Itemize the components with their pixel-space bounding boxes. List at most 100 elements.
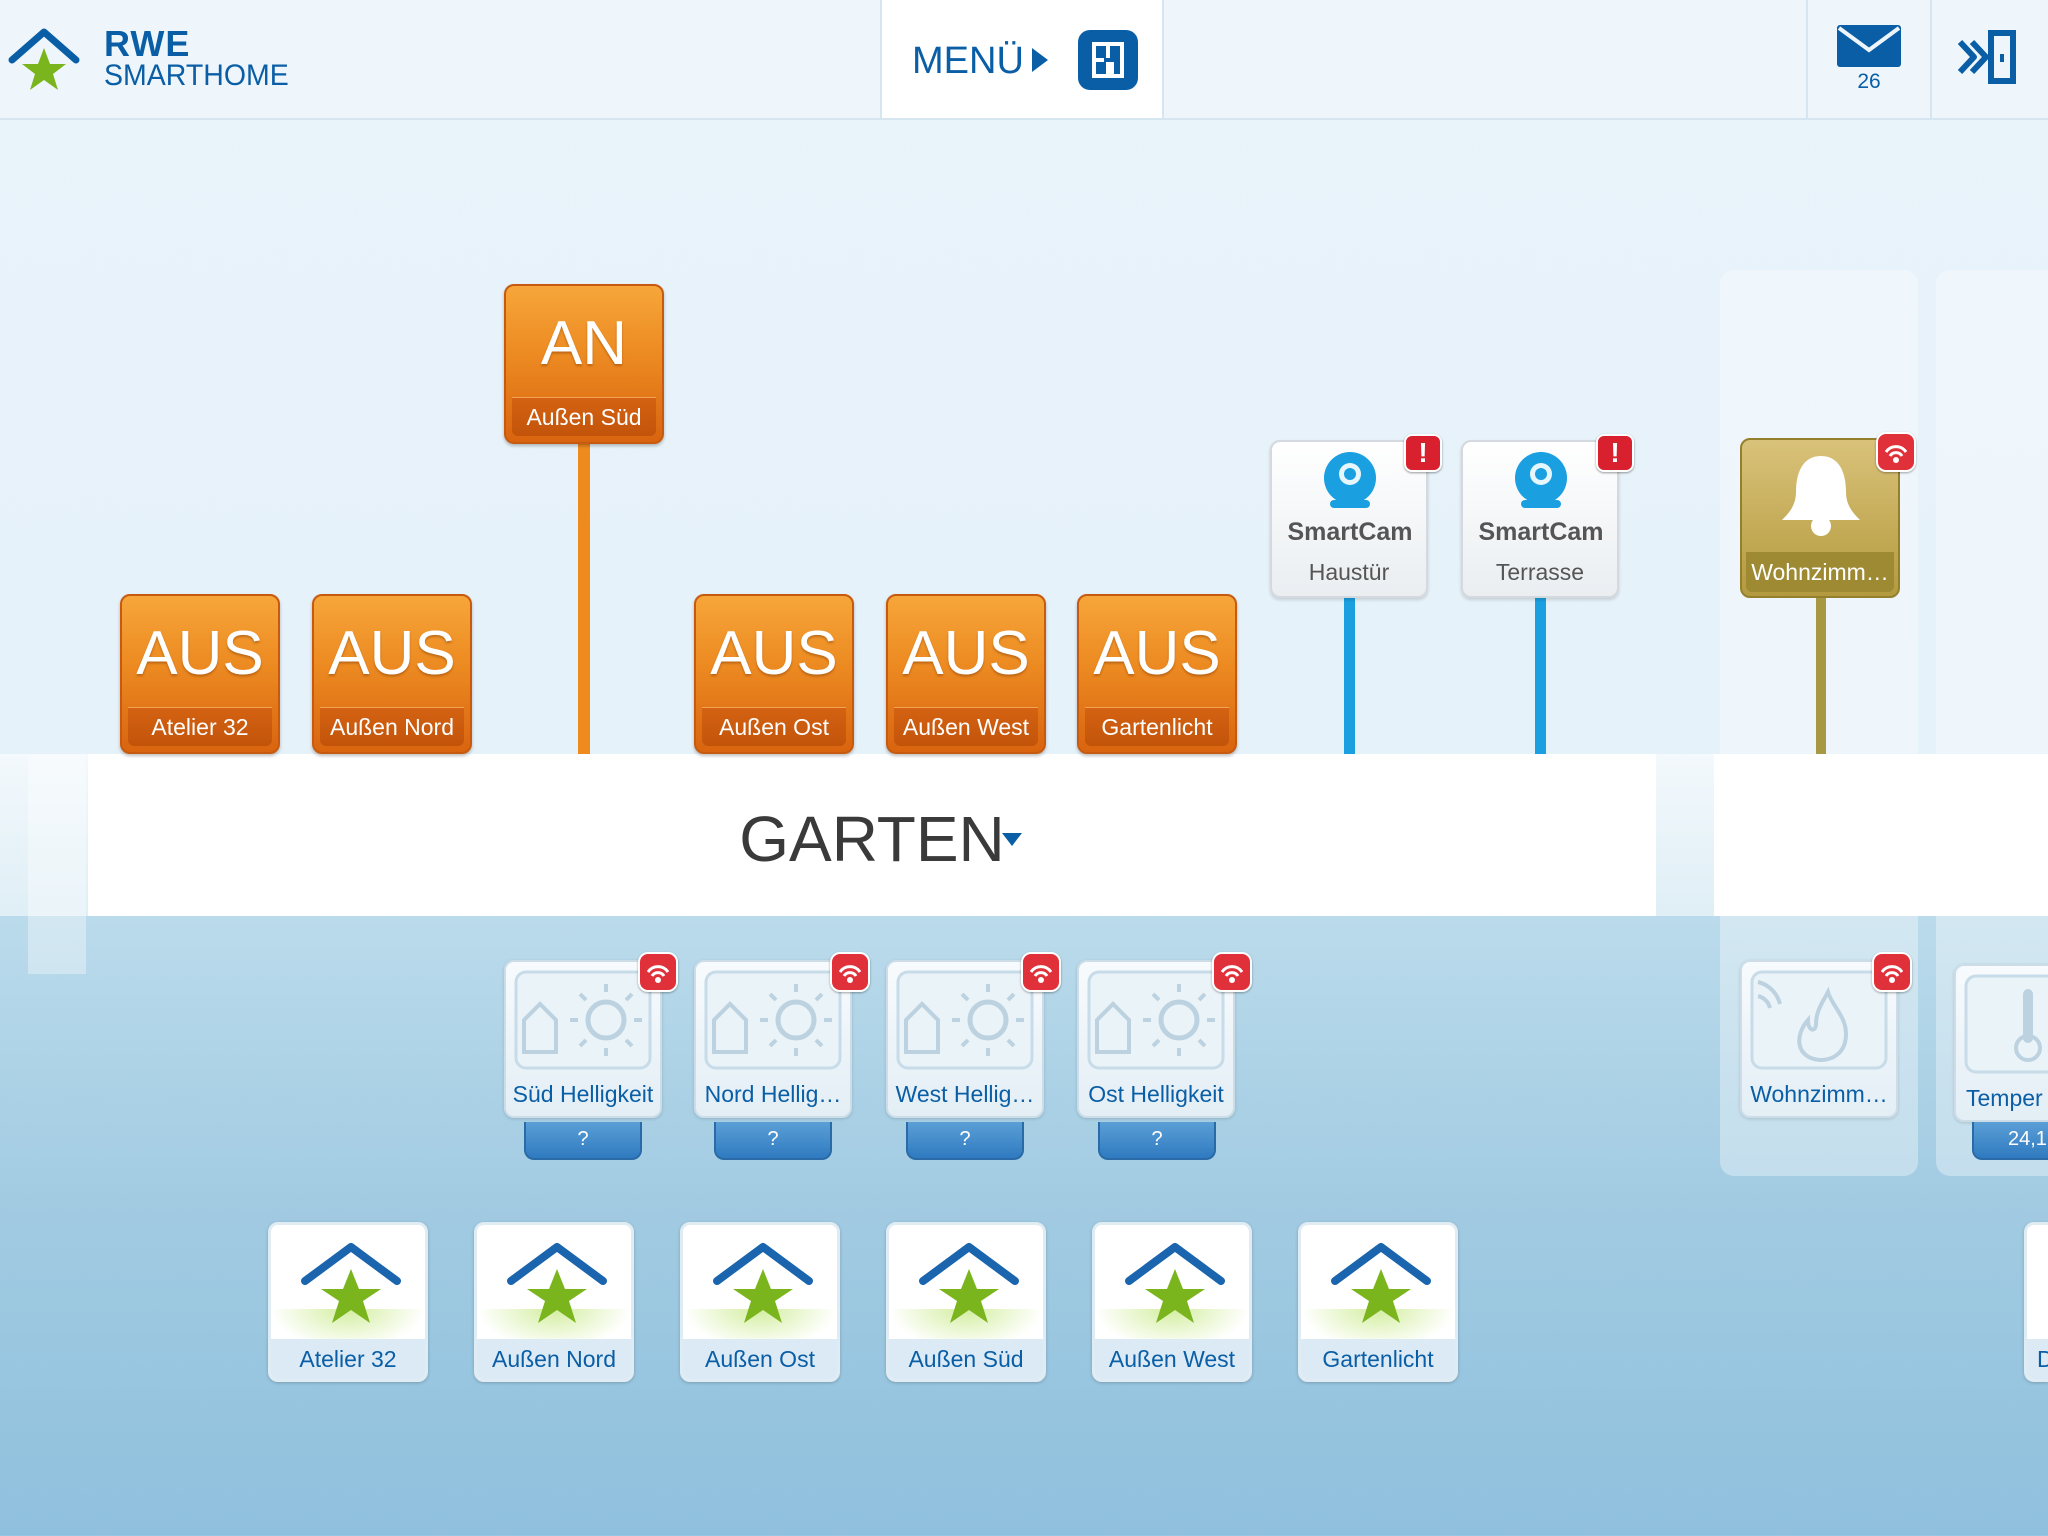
switch-label: Außen Süd [512,397,656,436]
sensor-name: Süd Helligkeit [512,1081,654,1107]
scene-name: Außen Süd [889,1339,1043,1379]
smartcam-brand: SmartCam [1287,518,1412,546]
switch-tile[interactable]: AUS Außen Nord [312,594,472,754]
camera-name: Terrasse [1495,559,1585,585]
menu-label: MENÜ [912,40,1024,82]
wireless-signal-icon[interactable] [1021,952,1061,992]
switch-state: AUS [328,619,456,688]
sensor-tile[interactable]: Wohnzimm… [1740,960,1898,1118]
camera-tile[interactable]: SmartCam Haustür [1270,440,1428,598]
house-star-icon [507,1243,607,1323]
camera-name: Haustür [1308,559,1390,585]
smartcam-brand: SmartCam [1478,518,1603,546]
scene-tile[interactable]: Atelier 32 [268,1222,428,1382]
brand-smarthome: SMARTHOME [104,59,289,92]
scene-name: Außen West [1095,1339,1249,1379]
scene-tile[interactable]: Außen Süd [886,1222,1046,1382]
sensor-value: ? [1098,1122,1216,1160]
scene-tile[interactable]: Außen West [1092,1222,1252,1382]
messages-button[interactable]: 26 [1806,0,1932,118]
sensor-tile[interactable]: Temper [1954,964,2048,1122]
smoke-detector-icon [1750,970,1888,1070]
sensor-name: West Hellig… [895,1081,1035,1107]
room-strip-edge [28,754,86,974]
brightness-sensor-icon [896,970,1034,1070]
switch-state: AN [540,309,628,378]
switch-state: AUS [136,619,264,688]
next-room-panel[interactable] [1714,754,2048,916]
sensor-name: Nord Hellig… [704,1081,842,1107]
sensor-name: Wohnzimm… [1750,1081,1888,1107]
scene-tile[interactable]: D [2024,1222,2048,1382]
switch-state: AUS [902,619,1030,688]
sensor-value: ? [714,1122,832,1160]
brightness-sensor-icon [1087,970,1225,1070]
scene-name: Gartenlicht [1301,1339,1455,1379]
switch-tile[interactable]: AUS Außen Ost [694,594,854,754]
sensor-name: Temper [1966,1085,2043,1111]
room-title: GARTEN [739,803,1005,875]
switch-label: Außen Ost [702,707,846,746]
wireless-signal-icon[interactable] [1876,432,1916,472]
switch-label: Gartenlicht [1085,707,1229,746]
switch-label: Außen West [894,707,1038,746]
wireless-signal-icon[interactable] [1872,952,1912,992]
house-star-icon [1125,1243,1225,1323]
app-header: RWE SMARTHOME MENÜ 26 [0,0,2048,120]
scene-tile[interactable]: Außen Nord [474,1222,634,1382]
sensor-tile[interactable]: West Hellig… [886,960,1044,1118]
menu-button[interactable]: MENÜ [880,0,1164,118]
doorbell-name: Wohnzimm… [1746,552,1894,592]
wireless-signal-icon[interactable] [638,952,678,992]
camera-tile[interactable]: SmartCam Terrasse [1461,440,1619,598]
switch-tile[interactable]: AUS Atelier 32 [120,594,280,754]
brand-rwe: RWE [104,23,191,64]
envelope-icon [1837,25,1901,67]
scene-name: Außen Ost [683,1339,837,1379]
switch-label: Atelier 32 [128,707,272,746]
house-star-icon [301,1243,401,1323]
switch-tile[interactable]: AUS Außen West [886,594,1046,754]
scene-name: D [2027,1339,2048,1379]
brightness-sensor-icon [514,970,652,1070]
sensor-tile[interactable]: Ost Helligkeit [1077,960,1235,1118]
sensor-tile[interactable]: Nord Hellig… [694,960,852,1118]
switch-state: AUS [1093,619,1221,688]
sensor-name: Ost Helligkeit [1088,1081,1224,1107]
logout-door-icon[interactable] [1956,26,2016,88]
chevron-down-icon[interactable] [1002,833,1022,846]
switch-tile[interactable]: AUS Gartenlicht [1077,594,1237,754]
alert-icon[interactable]: ! [1404,434,1442,472]
wireless-signal-icon[interactable] [1212,952,1252,992]
scene-tile[interactable]: Außen Ost [680,1222,840,1382]
scene-name: Atelier 32 [271,1339,425,1379]
thermometer-icon [1964,974,2048,1074]
house-star-icon [1331,1243,1431,1323]
switch-tile[interactable]: AN Außen Süd [504,284,664,444]
doorbell-tile[interactable]: Wohnzimm… [1740,438,1900,598]
rwe-logo-icon [8,28,80,90]
webcam-icon: SmartCam [1287,452,1413,546]
sensor-tile[interactable]: Süd Helligkeit [504,960,662,1118]
room-selector[interactable]: GARTEN [88,754,1656,916]
sensor-value: ? [524,1122,642,1160]
device-stem [578,440,590,754]
device-stem [1816,598,1826,754]
webcam-icon: SmartCam [1478,452,1604,546]
device-stem [1535,598,1546,754]
sensor-value: 24,1 [1972,1122,2048,1160]
scene-name: Außen Nord [477,1339,631,1379]
message-count: 26 [1857,70,1881,93]
floorplan-icon [1078,30,1138,90]
bell-icon [1782,456,1860,536]
alert-icon[interactable]: ! [1596,434,1634,472]
switch-state: AUS [710,619,838,688]
menu-arrow-icon [1032,48,1048,72]
sensor-value: ? [906,1122,1024,1160]
switch-label: Außen Nord [320,707,464,746]
house-star-icon [713,1243,813,1323]
wireless-signal-icon[interactable] [830,952,870,992]
brightness-sensor-icon [704,970,842,1070]
scene-tile[interactable]: Gartenlicht [1298,1222,1458,1382]
house-star-icon [919,1243,1019,1323]
